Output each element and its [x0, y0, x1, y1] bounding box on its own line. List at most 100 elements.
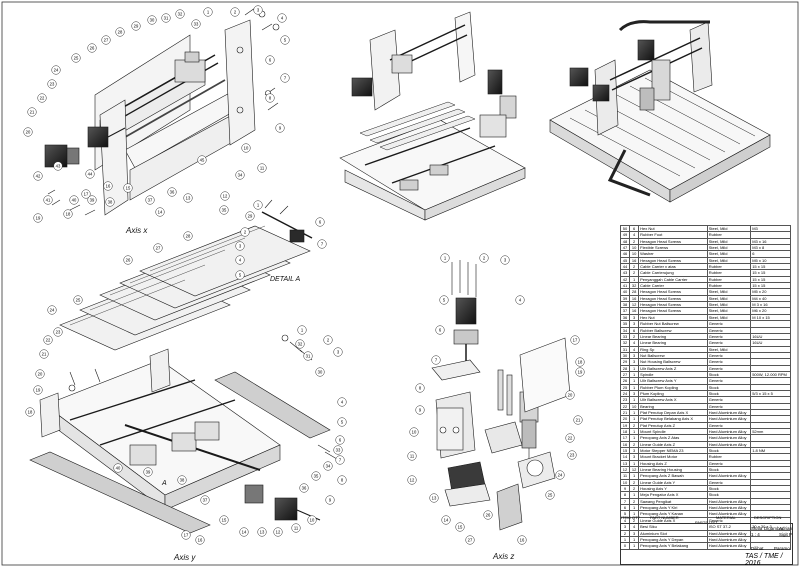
quantity-cell: 1: [629, 364, 640, 372]
balloon-number: 9: [329, 498, 332, 503]
quantity-cell: 1: [629, 396, 640, 404]
material-cell: Stock: [706, 491, 752, 499]
description-cell: [750, 459, 791, 468]
axis-x-view-label: Axis x: [126, 226, 148, 235]
balloon-circle: [33, 385, 43, 395]
balloon-circle: [325, 495, 335, 505]
quantity-cell: 2: [629, 485, 640, 493]
balloon-circle: [85, 169, 95, 179]
balloon-number: 7: [339, 458, 342, 463]
material-cell: Hard Aluminium Alloy: [706, 504, 752, 512]
balloon-number: 21: [42, 352, 47, 357]
quantity-cell: 12: [629, 301, 640, 309]
balloon-number: 36: [170, 190, 175, 195]
quantity-cell: 1: [629, 427, 640, 436]
balloon-circle: [153, 243, 163, 253]
balloon-number: 24: [558, 473, 563, 478]
balloon-number: 2: [327, 338, 330, 343]
balloon-circle: [183, 231, 193, 241]
balloon-number: 11: [410, 454, 415, 459]
balloon-number: 22: [40, 96, 45, 101]
quantity-cell: 2: [629, 237, 640, 246]
balloon-circle: [39, 349, 49, 359]
balloon-number: 10: [310, 518, 315, 523]
balloon-circle: [200, 495, 210, 505]
quantity-cell: 1: [629, 535, 640, 544]
balloon-number: 34: [238, 173, 243, 178]
balloon-number: 32: [178, 12, 183, 17]
balloon-circle: [43, 335, 53, 345]
balloon-number: 39: [146, 470, 151, 475]
balloon-circle: [145, 195, 155, 205]
description-cell: [750, 383, 791, 391]
balloon-number: 29: [134, 24, 139, 29]
balloon-circle: [257, 163, 267, 173]
column-header-description: DESCRIPTION: [754, 515, 782, 520]
balloon-number: 41: [46, 198, 51, 203]
balloon-number: 19: [36, 388, 41, 393]
balloon-circle: [337, 475, 347, 485]
balloon-number: 32: [298, 342, 303, 347]
material-cell: Hard Aluminium Alloy: [706, 427, 752, 436]
balloon-circle: [565, 433, 575, 443]
balloon-number: 14: [158, 210, 163, 215]
balloon-circle: [43, 195, 53, 205]
balloon-number: 9: [419, 408, 422, 413]
balloon-circle: [197, 155, 207, 165]
balloon-circle: [431, 355, 441, 365]
balloon-circle: [337, 417, 347, 427]
balloon-circle: [53, 327, 63, 337]
material-cell: Rubber: [706, 282, 752, 290]
quantity-cell: 1: [629, 434, 640, 442]
description-cell: [750, 345, 791, 353]
balloon-circle: [181, 530, 191, 540]
balloon-number: 8: [419, 386, 422, 391]
description-cell: 1.8 NM: [750, 447, 791, 455]
balloon-circle: [517, 535, 527, 545]
balloon-circle: [101, 35, 111, 45]
balloon-circle: [239, 527, 249, 537]
balloon-number: 37: [148, 198, 153, 203]
balloon-circle: [257, 527, 267, 537]
balloon-circle: [277, 13, 287, 23]
balloon-circle: [33, 213, 43, 223]
balloon-circle: [455, 522, 465, 532]
material-cell: Hard Aluminium Alloy: [706, 472, 752, 480]
balloon-circle: [105, 197, 115, 207]
description-cell: M 3 x 16: [750, 301, 791, 309]
balloon-circle: [235, 241, 245, 251]
balloon-circle: [245, 211, 255, 221]
balloon-circle: [335, 435, 345, 445]
balloon-circle: [143, 467, 153, 477]
material-cell: Generic: [706, 326, 752, 334]
description-cell: [750, 320, 791, 328]
balloon-number: 21: [30, 110, 35, 115]
title-block: Skala 1 : 4 Digambar Dilihat Adrian Sigi…: [620, 523, 793, 565]
balloon-circle: [183, 193, 193, 203]
balloon-circle: [555, 470, 565, 480]
balloon-circle: [297, 325, 307, 335]
balloon-number: 25: [76, 298, 81, 303]
column-header-part-number: PART NUMBER: [650, 515, 679, 520]
material-cell: Steel, Mild: [706, 313, 752, 322]
quantity-cell: 3: [629, 447, 640, 455]
balloon-number: 11: [294, 526, 299, 531]
description-cell: 6: [750, 250, 791, 258]
material-cell: Steel, Mild: [706, 301, 752, 309]
description-cell: [750, 497, 791, 506]
balloon-number: 31: [306, 354, 311, 359]
balloon-number: 6: [269, 58, 272, 63]
balloon-number: 24: [54, 68, 59, 73]
